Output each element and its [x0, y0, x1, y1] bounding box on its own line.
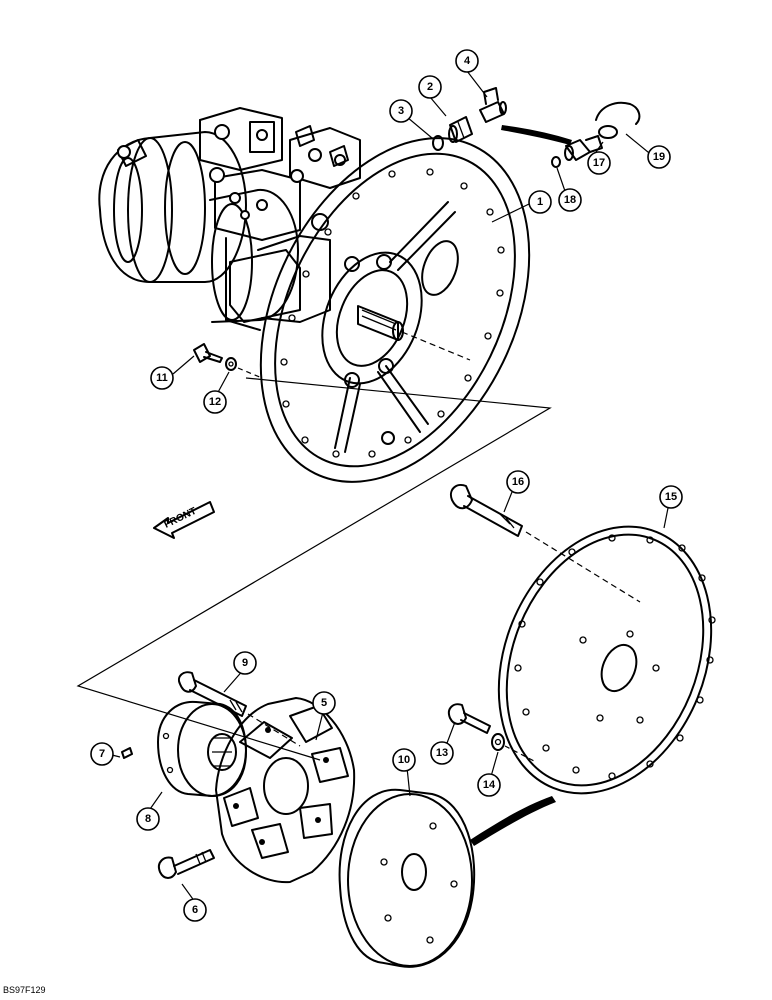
bolt-6 — [158, 849, 215, 879]
svg-text:13: 13 — [436, 747, 448, 759]
flexible-coupling-5 — [215, 697, 356, 884]
callout-8: 8 — [136, 807, 160, 831]
callout-5: 5 — [312, 691, 336, 715]
leader-lines — [103, 70, 671, 903]
callout-1: 1 — [528, 190, 552, 214]
svg-text:6: 6 — [192, 904, 198, 916]
figure-reference: BS97F129 — [3, 985, 46, 995]
callout-14: 14 — [477, 773, 501, 797]
svg-text:3: 3 — [398, 105, 404, 117]
svg-text:10: 10 — [398, 754, 410, 766]
svg-text:11: 11 — [156, 372, 168, 384]
svg-text:16: 16 — [512, 476, 524, 488]
callout-15: 15 — [659, 485, 683, 509]
flywheel-hub-10 — [338, 788, 556, 968]
hydraulic-pump-assembly — [98, 107, 361, 331]
fittings-group-top — [432, 87, 641, 168]
svg-text:4: 4 — [464, 55, 471, 67]
callout-19: 19 — [647, 145, 671, 169]
callout-13: 13 — [430, 741, 454, 765]
svg-text:8: 8 — [145, 813, 151, 825]
front-label: FRONT — [162, 506, 198, 531]
alignment-line-upper — [76, 377, 552, 761]
callout-9: 9 — [233, 651, 257, 675]
callout-10: 10 — [392, 748, 416, 772]
svg-text:2: 2 — [427, 81, 433, 93]
coupling-hub-8 — [121, 700, 247, 797]
callout-17: 17 — [587, 151, 611, 175]
svg-text:17: 17 — [593, 157, 605, 169]
pump-mounting-bell-housing — [259, 137, 531, 483]
drive-plate-15 — [497, 525, 716, 795]
svg-text:15: 15 — [665, 491, 677, 503]
callout-18: 18 — [558, 188, 582, 212]
callout-3: 3 — [389, 99, 413, 123]
svg-text:9: 9 — [242, 657, 248, 669]
callout-16: 16 — [506, 470, 530, 494]
callout-12: 12 — [203, 390, 227, 414]
callout-4: 4 — [455, 49, 479, 73]
front-direction-arrow: FRONT — [153, 501, 215, 539]
callout-11: 11 — [150, 366, 174, 390]
svg-text:12: 12 — [209, 396, 221, 408]
svg-text:7: 7 — [99, 748, 105, 760]
bolt-and-washer-11-12 — [193, 343, 263, 379]
callout-2: 2 — [418, 75, 442, 99]
svg-text:14: 14 — [483, 779, 496, 791]
svg-text:18: 18 — [564, 194, 576, 206]
svg-text:1: 1 — [537, 196, 543, 208]
bolt-16 — [450, 484, 641, 603]
callout-7: 7 — [90, 742, 114, 766]
svg-text:19: 19 — [653, 151, 665, 163]
svg-text:5: 5 — [321, 697, 327, 709]
callout-6: 6 — [183, 898, 207, 922]
